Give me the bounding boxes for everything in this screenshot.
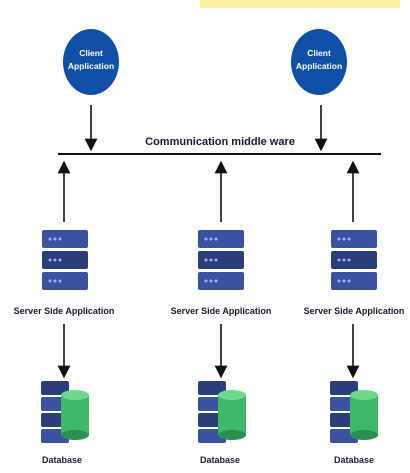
client-circle — [291, 29, 347, 95]
database-label-1: Database — [42, 455, 82, 465]
database-icon — [198, 381, 246, 443]
server-rack-icon — [331, 230, 377, 290]
top-highlight — [200, 0, 400, 8]
server-rack-icon — [198, 230, 244, 290]
server-rack-icon — [42, 230, 88, 290]
database-icon — [41, 381, 89, 443]
client-label-line2: Application — [68, 61, 114, 71]
server-label-2: Server Side Application — [171, 306, 272, 316]
client-application-1: Client Application — [63, 29, 119, 95]
server-label-1: Server Side Application — [14, 306, 115, 316]
client-label-line1: Client — [79, 48, 103, 58]
client-label-line2: Application — [296, 61, 342, 71]
server-label-3: Server Side Application — [304, 306, 405, 316]
database-icon — [330, 381, 378, 443]
client-label-line1: Client — [307, 48, 331, 58]
database-label-2: Database — [200, 455, 240, 465]
database-label-3: Database — [334, 455, 374, 465]
middleware-label: Communication middle ware — [145, 136, 295, 148]
client-circle — [63, 29, 119, 95]
client-application-2: Client Application — [291, 29, 347, 95]
